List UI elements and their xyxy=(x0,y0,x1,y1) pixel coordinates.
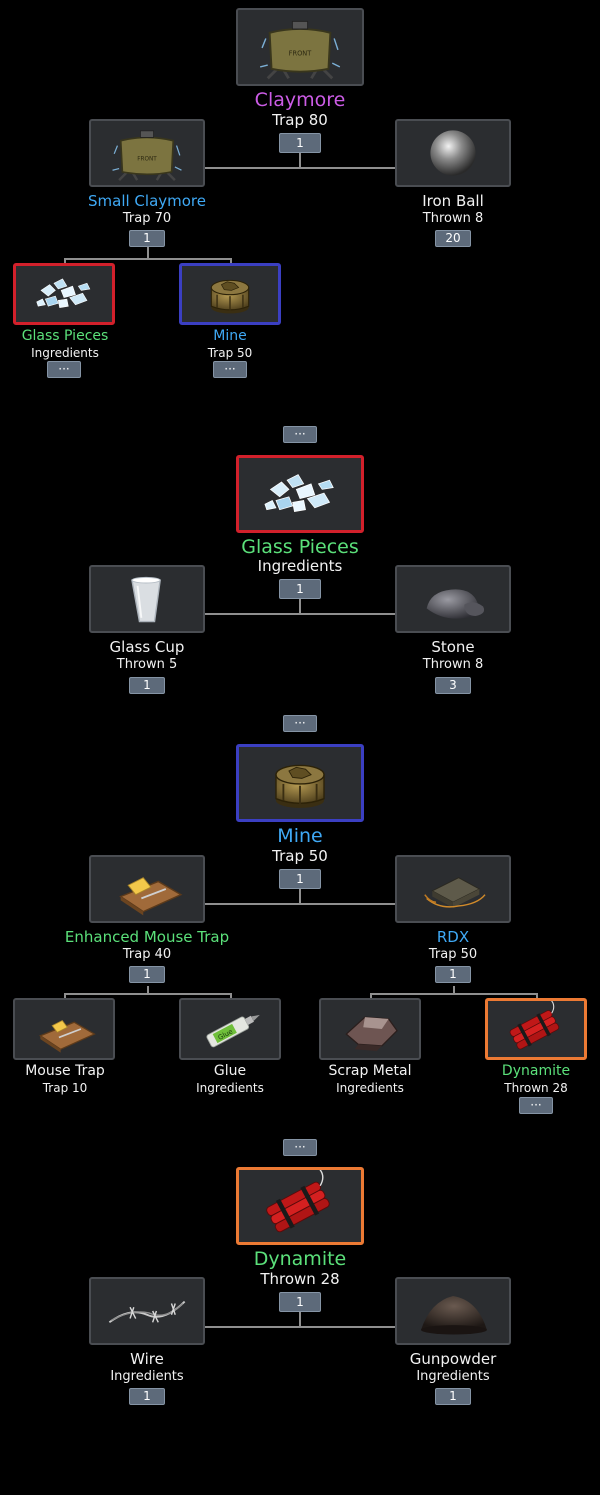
stone-type: Thrown 8 xyxy=(422,657,484,672)
claymore-count-badge[interactable]: 1 xyxy=(279,133,321,153)
stone-title: Stone xyxy=(431,638,475,656)
glue-node[interactable]: Glue xyxy=(179,998,281,1060)
glass-cup-count-badge[interactable]: 1 xyxy=(129,677,165,694)
enhanced-mouse-trap-title: Enhanced Mouse Trap xyxy=(64,928,230,946)
small-claymore-count-badge[interactable]: 1 xyxy=(129,230,165,247)
scrap-metal-node[interactable] xyxy=(319,998,421,1060)
mine-title: Mine xyxy=(277,825,323,847)
mine-icon xyxy=(210,279,250,315)
dynamite-node[interactable] xyxy=(236,1167,364,1245)
iron-ball-title: Iron Ball xyxy=(422,192,484,210)
iron-ball-count-badge[interactable]: 20 xyxy=(435,230,471,247)
mine-icon xyxy=(275,764,325,809)
gunpowder-count-badge[interactable]: 1 xyxy=(435,1388,471,1405)
mine-title-small: Mine xyxy=(213,328,247,344)
glass-pieces-type-small: Ingredients xyxy=(31,346,99,360)
dynamite-node-small[interactable] xyxy=(485,998,587,1060)
rdx-icon xyxy=(424,877,486,908)
enhanced-mouse-trap-type: Trap 40 xyxy=(122,947,172,962)
iron-ball-icon xyxy=(430,130,476,176)
small-claymore-node[interactable] xyxy=(89,119,205,187)
small-claymore-title: Small Claymore xyxy=(88,192,206,210)
wire-node[interactable] xyxy=(89,1277,205,1345)
scrap-metal-title: Scrap Metal xyxy=(328,1063,412,1079)
mouse-trap-type: Trap 10 xyxy=(42,1081,88,1095)
glue-title: Glue xyxy=(213,1063,247,1079)
wire-title: Wire xyxy=(130,1350,164,1368)
glue-type: Ingredients xyxy=(196,1081,264,1095)
dynamite-icon xyxy=(505,1001,567,1052)
small-claymore-type: Trap 70 xyxy=(122,211,172,226)
section-separator-2[interactable]: ··· xyxy=(283,715,317,732)
wire-count-badge[interactable]: 1 xyxy=(129,1388,165,1405)
dynamite-count-badge[interactable]: 1 xyxy=(279,1292,321,1312)
glass-pieces-more-badge[interactable]: ··· xyxy=(47,361,81,378)
scrap-metal-type: Ingredients xyxy=(336,1081,404,1095)
mouse-trap-icon xyxy=(38,1020,96,1053)
glass-cup-icon xyxy=(131,576,161,623)
dynamite-title-small: Dynamite xyxy=(501,1063,571,1079)
stone-icon xyxy=(426,589,485,619)
dynamite-icon xyxy=(260,1170,339,1236)
rdx-type: Trap 50 xyxy=(428,947,478,962)
stone-count-badge[interactable]: 3 xyxy=(435,677,471,694)
gunpowder-type: Ingredients xyxy=(416,1369,490,1384)
glass-cup-title: Glass Cup xyxy=(109,638,185,656)
stone-node[interactable] xyxy=(395,565,511,633)
scrap-metal-icon xyxy=(345,1016,398,1051)
gunpowder-icon xyxy=(421,1295,487,1335)
mine-type-small: Trap 50 xyxy=(207,346,253,360)
mine-node[interactable] xyxy=(236,744,364,822)
glass-cup-type: Thrown 5 xyxy=(116,657,178,672)
rdx-count-badge[interactable]: 1 xyxy=(435,966,471,983)
dynamite-more-badge[interactable]: ··· xyxy=(519,1097,553,1114)
enhanced-mouse-trap-node[interactable] xyxy=(89,855,205,923)
mine-count-badge[interactable]: 1 xyxy=(279,869,321,889)
rdx-node[interactable] xyxy=(395,855,511,923)
claymore-type: Trap 80 xyxy=(272,111,328,129)
small-claymore-icon xyxy=(111,129,183,182)
mine-type: Trap 50 xyxy=(272,847,328,865)
glass-pieces-node[interactable] xyxy=(236,455,364,533)
glass-pieces-count-badge[interactable]: 1 xyxy=(279,579,321,599)
dynamite-title: Dynamite xyxy=(253,1248,347,1270)
section-separator-1[interactable]: ··· xyxy=(283,426,317,443)
gunpowder-node[interactable] xyxy=(395,1277,511,1345)
mine-node-small[interactable] xyxy=(179,263,281,325)
glass-pieces-icon xyxy=(36,278,91,308)
glass-pieces-title: Glass Pieces xyxy=(241,536,359,558)
mouse-trap-title: Mouse Trap xyxy=(25,1063,105,1079)
glass-pieces-node-small[interactable] xyxy=(13,263,115,325)
claymore-icon xyxy=(258,19,342,80)
enhanced-mouse-trap-count-badge[interactable]: 1 xyxy=(129,966,165,983)
wire-icon xyxy=(108,1300,186,1324)
glass-pieces-type: Ingredients xyxy=(257,557,343,575)
dynamite-type-small: Thrown 28 xyxy=(504,1081,568,1095)
gunpowder-title: Gunpowder xyxy=(409,1350,497,1368)
enhanced-mouse-trap-icon xyxy=(119,877,183,916)
glass-pieces-title-small: Glass Pieces xyxy=(21,328,109,344)
glass-pieces-icon xyxy=(264,474,334,512)
mine-more-badge[interactable]: ··· xyxy=(213,361,247,378)
dynamite-type: Thrown 28 xyxy=(260,1270,340,1288)
claymore-node[interactable] xyxy=(236,8,364,86)
section-separator-3[interactable]: ··· xyxy=(283,1139,317,1156)
wire-type: Ingredients xyxy=(110,1369,184,1384)
mouse-trap-node[interactable] xyxy=(13,998,115,1060)
glue-icon: Glue xyxy=(206,1014,260,1048)
iron-ball-node[interactable] xyxy=(395,119,511,187)
glass-cup-node[interactable] xyxy=(89,565,205,633)
rdx-title: RDX xyxy=(436,928,470,946)
iron-ball-type: Thrown 8 xyxy=(422,211,484,226)
claymore-title: Claymore xyxy=(254,89,346,111)
